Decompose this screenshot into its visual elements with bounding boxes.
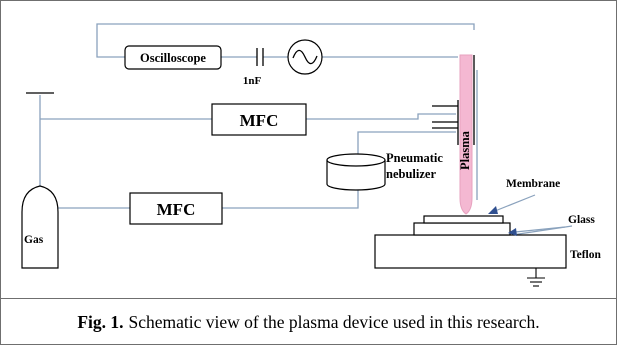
plasma-tube xyxy=(432,55,475,145)
mfc-top-label: MFC xyxy=(240,111,279,130)
caption-divider xyxy=(0,298,617,299)
glass-slide xyxy=(413,222,511,236)
ground-icon xyxy=(527,268,545,287)
teflon-block xyxy=(374,234,567,269)
nebulizer-label-line1: Pneumatic xyxy=(386,151,443,165)
mfc-bottom-label: MFC xyxy=(157,200,196,219)
caption-text: Schematic view of the plasma device used… xyxy=(128,311,540,332)
teflon-label: Teflon xyxy=(570,249,601,261)
plasma-label: Plasma xyxy=(458,130,472,170)
pipe-nebulizer-to-plasma xyxy=(357,131,456,158)
mfc-bottom-box xyxy=(129,192,223,225)
mfc-top-box xyxy=(211,103,307,136)
glass-label: Glass xyxy=(568,214,595,226)
membrane-pointer xyxy=(494,194,536,212)
glass-pointer xyxy=(514,226,566,233)
membrane-label: Membrane xyxy=(506,178,560,190)
capacitor-icon xyxy=(256,48,264,66)
ac-source-icon xyxy=(287,39,323,75)
figure-caption: Fig. 1. Schematic view of the plasma dev… xyxy=(0,299,617,345)
caption-prefix: Fig. 1. xyxy=(77,311,124,332)
ground-wire-top xyxy=(96,23,475,58)
oscilloscope-box xyxy=(124,45,222,70)
plasma-device-schematic: Gas Oscilloscope 1nF MFC MFC Pneumatic n… xyxy=(21,23,601,287)
plasma-jet xyxy=(459,54,473,215)
pipe-mfc-top-to-plasma xyxy=(306,113,456,120)
membrane-layer xyxy=(423,215,504,224)
capacitor-label: 1nF xyxy=(243,75,262,87)
membrane-arrowhead xyxy=(488,206,498,214)
glass-arrowhead xyxy=(508,228,517,236)
gas-label: Gas xyxy=(24,234,44,246)
pipe-mfc-bottom-to-nebulizer xyxy=(222,190,359,209)
oscilloscope-label: Oscilloscope xyxy=(140,51,206,65)
gas-cylinder xyxy=(21,185,59,269)
nebulizer-label-line2: nebulizer xyxy=(386,167,436,181)
nebulizer-icon xyxy=(326,153,386,191)
